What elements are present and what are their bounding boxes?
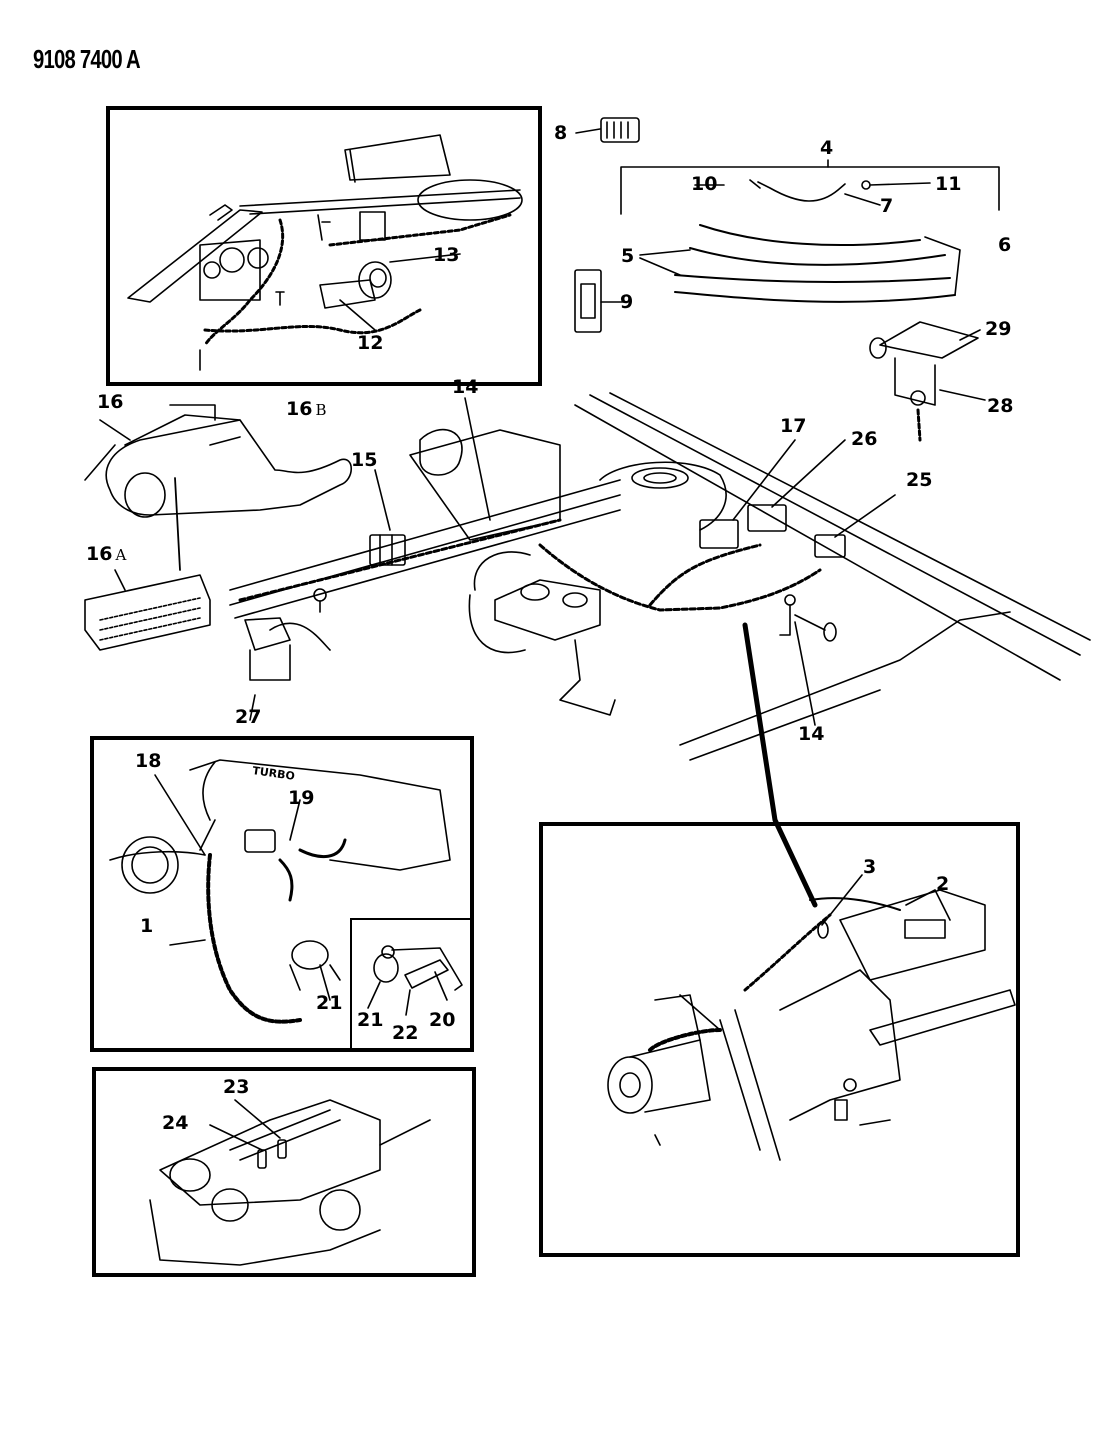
callout-10: 10	[691, 173, 718, 195]
svg-text:TURBO: TURBO	[252, 764, 296, 783]
callout-13: 13	[433, 244, 460, 266]
module-bracket-illustration	[869, 321, 986, 442]
callout-8: 8	[554, 122, 568, 144]
callout-2: 2	[936, 873, 950, 895]
engine-turbo-illustration: TURBO	[109, 759, 451, 1024]
callout-3: 3	[863, 856, 877, 878]
callout-11: 11	[935, 173, 962, 195]
callout-18: 18	[135, 750, 162, 772]
callout-24: 24	[162, 1112, 189, 1134]
callout-23: 23	[223, 1076, 250, 1098]
callout-6: 6	[998, 234, 1012, 256]
callout-15: 15	[351, 449, 378, 471]
callout-1: 1	[140, 915, 154, 937]
callout-16b-suffix: B	[315, 401, 327, 419]
inset-turbo-relay-view	[106, 106, 542, 386]
callout-16b-number: 16	[286, 398, 313, 420]
spark-plug-wires-illustration	[574, 117, 1000, 333]
callout-16a-number: 16	[86, 543, 113, 565]
inset-engine-turbo-view	[90, 736, 474, 1052]
callout-21-main: 21	[316, 992, 343, 1014]
callout-29: 29	[985, 318, 1012, 340]
airbox-module-illustration	[84, 404, 353, 651]
callout-21-detail: 21	[357, 1009, 384, 1031]
callout-22: 22	[392, 1022, 419, 1044]
callout-16a-suffix: A	[115, 546, 127, 564]
inset-connector-detail	[350, 918, 474, 1052]
engine-bay-illustration	[229, 392, 1091, 908]
callout-25: 25	[906, 469, 933, 491]
callout-19: 19	[288, 787, 315, 809]
callout-28: 28	[987, 395, 1014, 417]
callout-27: 27	[235, 706, 262, 728]
document-id: 9108 7400 A	[33, 44, 141, 74]
callout-16: 16	[97, 391, 124, 413]
callout-7: 7	[880, 195, 894, 217]
callout-17: 17	[780, 415, 807, 437]
inset-v6-engine-view	[92, 1067, 476, 1277]
callout-4: 4	[820, 137, 834, 159]
callout-26: 26	[851, 428, 878, 450]
callout-20: 20	[429, 1009, 456, 1031]
callout-14-lower: 14	[798, 723, 825, 745]
turbo-relay-illustration	[127, 134, 523, 371]
v6-engine-illustration	[149, 1099, 431, 1266]
callout-12: 12	[357, 332, 384, 354]
transaxle-starter-illustration	[607, 874, 1016, 1161]
callout-5: 5	[621, 245, 635, 267]
connector-detail-illustration	[367, 945, 463, 1016]
callout-14-upper: 14	[452, 376, 479, 398]
callout-9: 9	[620, 291, 634, 313]
